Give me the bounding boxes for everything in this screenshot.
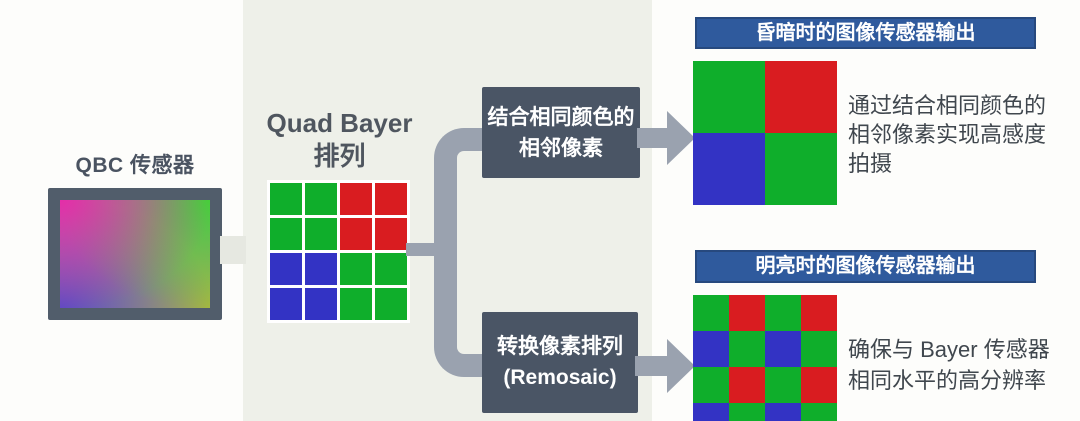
dark-output-description: 通过结合相同颜色的 相邻像素实现高感度 拍摄 (848, 91, 1046, 178)
pixel-cell (270, 183, 302, 215)
connector-fork (434, 128, 482, 377)
bottom-arrow-shaft (635, 356, 669, 376)
pixel-cell (270, 253, 302, 285)
remosaic-process-box: 转换像素排列 (Remosaic) (482, 312, 638, 413)
bright-description-line2: 相同水平的高分辨率 (848, 368, 1047, 393)
pixel-cell (729, 367, 765, 403)
quad-bayer-title: Quad Bayer 排列 (247, 107, 432, 173)
pixel-cell (375, 253, 407, 285)
quad-bayer-pixel-grid (267, 180, 410, 323)
qbc-sensor-image (48, 188, 222, 320)
quad-bayer-title-line2: 排列 (313, 141, 366, 171)
remosaic-box-line2: (Remosaic) (503, 366, 617, 389)
pixel-cell (270, 218, 302, 250)
pixel-cell (693, 133, 765, 205)
remosaic-box-line1: 转换像素排列 (497, 335, 623, 358)
pixel-cell (340, 253, 372, 285)
pixel-cell (729, 403, 765, 421)
bright-description-line1: 确保与 Bayer 传感器 (848, 337, 1050, 362)
dark-output-header: 昏暗时的图像传感器输出 (695, 17, 1036, 49)
qbc-sensor-label: QBC 传感器 (75, 154, 195, 177)
pixel-cell (801, 403, 837, 421)
pixel-cell (765, 133, 837, 205)
dark-description-line2: 相邻像素实现高感度 (848, 122, 1047, 147)
pixel-cell (693, 61, 765, 133)
pixel-cell (693, 367, 729, 403)
pixel-cell (340, 218, 372, 250)
pixel-cell (693, 295, 729, 331)
pixel-cell (305, 288, 337, 320)
pixel-cell (270, 288, 302, 320)
pixel-cell (801, 331, 837, 367)
binning-process-box: 结合相同颜色的 相邻像素 (482, 87, 640, 178)
pixel-cell (305, 218, 337, 250)
bright-output-header: 明亮时的图像传感器输出 (695, 250, 1036, 283)
binned-output-pixel-grid (693, 61, 837, 205)
pixel-cell (729, 295, 765, 331)
pixel-cell (765, 61, 837, 133)
binning-box-line1: 结合相同颜色的 (487, 106, 635, 129)
pixel-cell (693, 403, 729, 421)
connector-stub (406, 243, 440, 256)
dark-description-line3: 拍摄 (848, 151, 893, 176)
quad-bayer-title-line1: Quad Bayer (266, 108, 413, 138)
pixel-cell (305, 253, 337, 285)
top-arrow-shaft (637, 128, 669, 148)
pixel-cell (765, 403, 801, 421)
pixel-cell (765, 367, 801, 403)
sensor-gradient-preview (60, 200, 210, 308)
pixel-cell (375, 183, 407, 215)
remosaic-output-pixel-grid (693, 295, 837, 421)
top-arrow-head-icon (667, 111, 695, 165)
pixel-cell (375, 288, 407, 320)
pixel-cell (340, 183, 372, 215)
pixel-cell (801, 367, 837, 403)
pixel-cell (693, 331, 729, 367)
binning-box-line2: 相邻像素 (519, 137, 603, 160)
pixel-cell (765, 331, 801, 367)
dark-description-line1: 通过结合相同颜色的 (848, 93, 1047, 118)
pixel-cell (375, 218, 407, 250)
pixel-cell (801, 295, 837, 331)
bottom-arrow-head-icon (667, 339, 695, 393)
pixel-cell (305, 183, 337, 215)
sensor-to-panel-connector (220, 236, 246, 264)
pixel-cell (729, 331, 765, 367)
pixel-cell (340, 288, 372, 320)
bright-output-description: 确保与 Bayer 传感器 相同水平的高分辨率 (848, 334, 1050, 396)
pixel-cell (765, 295, 801, 331)
